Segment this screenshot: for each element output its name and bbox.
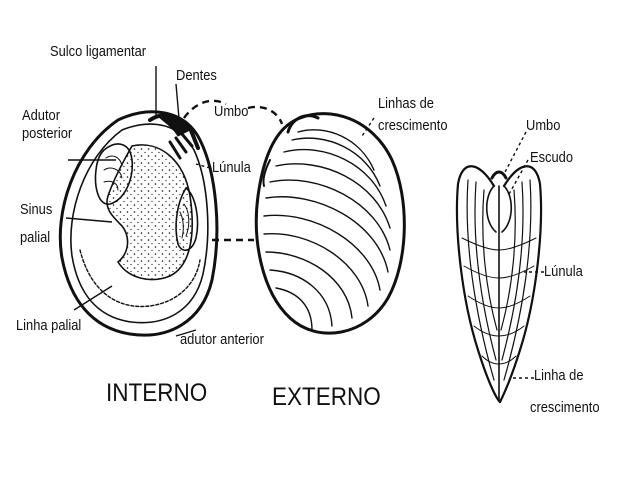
label-dentes: Dentes	[176, 67, 217, 84]
label-umbo-left: Umbo	[214, 103, 249, 120]
label-adutor-anterior: adutor anterior	[180, 331, 264, 348]
connector-lines	[183, 99, 284, 242]
label-escudo: Escudo	[530, 149, 574, 166]
dorsal-view-drawing	[455, 165, 543, 404]
label-sinus-palial-line1: Sinus	[20, 201, 53, 218]
internal-valve-drawing	[58, 110, 219, 337]
label-linhas-de-crescimento-line1: Linhas de	[378, 95, 434, 112]
label-linha-de-crescimento-line1: Linha de	[534, 367, 584, 384]
label-linha-de-crescimento-line2: crescimento	[530, 399, 600, 416]
label-umbo-right: Umbo	[526, 117, 561, 134]
leader-lines	[65, 66, 544, 379]
label-adutor-posterior-line1: Adutor	[22, 107, 61, 124]
caption-externo: EXTERNO	[272, 383, 381, 411]
label-lunula-left: Lúnula	[212, 159, 251, 176]
label-lunula-right: Lúnula	[544, 263, 583, 280]
external-valve-drawing	[254, 112, 406, 335]
label-adutor-posterior-line2: posterior	[22, 125, 73, 142]
label-linha-palial: Linha palial	[16, 317, 82, 334]
caption-interno: INTERNO	[106, 379, 208, 407]
label-sulco-ligamentar: Sulco ligamentar	[50, 43, 147, 60]
label-linhas-de-crescimento-line2: crescimento	[378, 117, 448, 134]
label-sinus-palial-line2: palial	[20, 229, 51, 246]
